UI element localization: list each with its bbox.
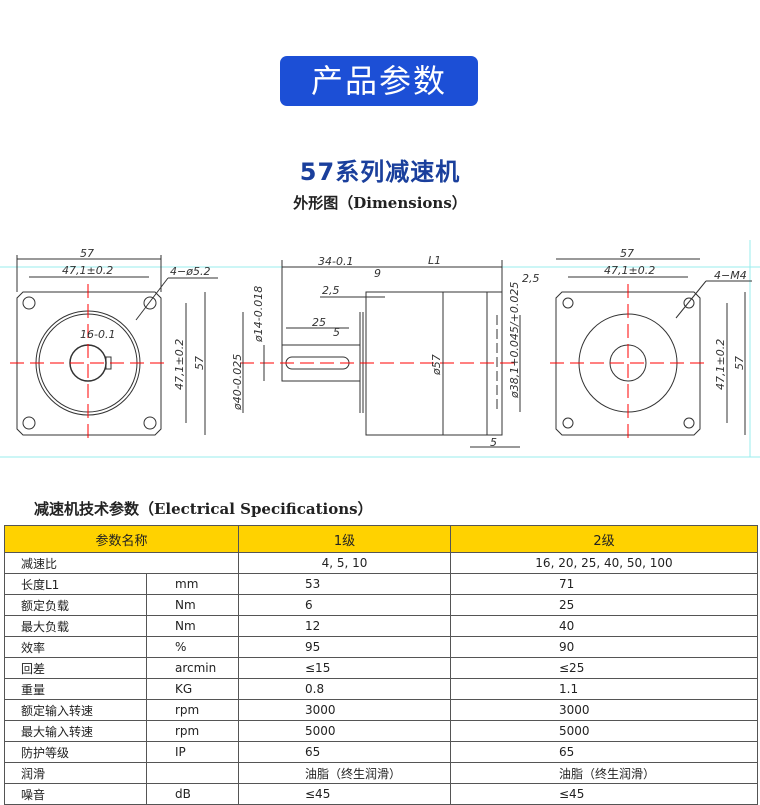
dim-height-right: 57 xyxy=(733,356,746,370)
value-stage1: 4, 5, 10 xyxy=(238,552,451,574)
dim-height: 57 xyxy=(193,356,206,370)
param-name: 防护等级 xyxy=(4,741,147,763)
dim-holes: 4−ø5.2 xyxy=(170,265,210,278)
value-stage1: 95 xyxy=(238,636,451,658)
param-name: 额定输入转速 xyxy=(4,699,147,721)
dim-key-width: 5 xyxy=(333,326,340,339)
value-stage2: 3000 xyxy=(450,699,758,721)
param-name: 回差 xyxy=(4,657,147,679)
dim-hole-spacing: 47,1±0.2 xyxy=(62,264,113,277)
spec-table: 参数名称 1级 2级 减速比 4, 5, 10 16, 20, 25, 40, … xyxy=(4,525,758,805)
dim-hole-spacing-v-right: 47,1±0.2 xyxy=(714,339,727,390)
header-stage2: 2级 xyxy=(450,525,758,553)
dim-hole-spacing-right: 47,1±0.2 xyxy=(604,264,655,277)
param-unit: arcmin xyxy=(146,657,239,679)
dimensions-subtitle: 外形图（Dimensions） xyxy=(293,194,467,212)
dim-shoulder: 2,5 xyxy=(322,284,340,297)
param-name: 重量 xyxy=(4,678,147,700)
param-unit: Nm xyxy=(146,594,239,616)
table-header: 参数名称 1级 2级 xyxy=(4,525,758,553)
dim-step: 9 xyxy=(374,267,381,280)
param-name: 长度L1 xyxy=(4,573,147,595)
value-stage2: 40 xyxy=(450,615,758,637)
dim-shaft-length: 34-0.1 xyxy=(318,255,353,268)
table-row: 润滑 油脂（终生润滑）油脂（终生润滑） xyxy=(4,762,758,784)
param-name: 最大负载 xyxy=(4,615,147,637)
front-view-right: 57 47,1±0.2 4−M4 47,1±0.2 57 xyxy=(550,247,752,442)
param-name: 额定负载 xyxy=(4,594,147,616)
dim-length: L1 xyxy=(428,254,441,267)
value-stage1: ≤15 xyxy=(238,657,451,679)
param-unit: Nm xyxy=(146,615,239,637)
value-stage2: 16, 20, 25, 40, 50, 100 xyxy=(450,552,758,574)
value-stage1: 3000 xyxy=(238,699,451,721)
param-unit: dB xyxy=(146,783,239,805)
param-unit: KG xyxy=(146,678,239,700)
value-stage2: 25 xyxy=(450,594,758,616)
param-unit: mm xyxy=(146,573,239,595)
dim-width-right: 57 xyxy=(620,247,634,260)
value-stage1: 65 xyxy=(238,741,451,763)
value-stage2: 油脂（终生润滑） xyxy=(450,762,758,784)
dimension-drawing: 57 47,1±0.2 4−ø5.2 16-0.1 47,1±0.2 57 34… xyxy=(0,240,760,458)
value-stage1: 6 xyxy=(238,594,451,616)
side-view: 34-0.1 9 2,5 25 5 ø14-0.018 ø40-0.025 ø5… xyxy=(231,254,540,449)
param-name: 最大输入转速 xyxy=(4,720,147,742)
value-stage2: 65 xyxy=(450,741,758,763)
dim-pilot-dia: ø40-0.025 xyxy=(231,354,244,411)
spec-title: 减速机技术参数（Electrical Specifications） xyxy=(34,500,373,518)
dim-width: 57 xyxy=(80,247,94,260)
param-unit: IP xyxy=(146,741,239,763)
product-title: 57系列减速机 xyxy=(299,158,461,186)
value-stage2: ≤25 xyxy=(450,657,758,679)
dim-hole-spacing-v: 47,1±0.2 xyxy=(173,339,186,390)
param-unit: % xyxy=(146,636,239,658)
value-stage1: 12 xyxy=(238,615,451,637)
dim-shaft-dia: ø14-0.018 xyxy=(252,286,265,343)
value-stage2: 71 xyxy=(450,573,758,595)
section-banner: 产品参数 xyxy=(280,56,478,106)
dim-key-length: 25 xyxy=(312,316,326,329)
param-unit xyxy=(146,762,239,784)
param-name: 减速比 xyxy=(4,552,239,574)
table-row: 减速比 4, 5, 10 16, 20, 25, 40, 50, 100 xyxy=(4,552,758,574)
param-unit: rpm xyxy=(146,699,239,721)
param-name: 效率 xyxy=(4,636,147,658)
value-stage2: ≤45 xyxy=(450,783,758,805)
param-name: 噪音 xyxy=(4,783,147,805)
value-stage1: 53 xyxy=(238,573,451,595)
value-stage2: 1.1 xyxy=(450,678,758,700)
dim-end-length: 5 xyxy=(490,436,497,449)
value-stage2: 90 xyxy=(450,636,758,658)
front-view-left: 57 47,1±0.2 4−ø5.2 16-0.1 47,1±0.2 57 xyxy=(10,247,218,442)
dim-holes-right: 4−M4 xyxy=(714,269,747,282)
value-stage1: 0.8 xyxy=(238,678,451,700)
value-stage2: 5000 xyxy=(450,720,758,742)
header-param: 参数名称 xyxy=(4,525,239,553)
dim-bore: ø38,1+0.045/+0.025 xyxy=(508,282,521,399)
value-stage1: 油脂（终生润滑） xyxy=(238,762,451,784)
dim-shaft: 16-0.1 xyxy=(80,328,115,341)
value-stage1: 5000 xyxy=(238,720,451,742)
param-name: 润滑 xyxy=(4,762,147,784)
dim-end-step: 2,5 xyxy=(522,272,540,285)
header-stage1: 1级 xyxy=(238,525,451,553)
value-stage1: ≤45 xyxy=(238,783,451,805)
param-unit: rpm xyxy=(146,720,239,742)
dim-body-dia: ø57 xyxy=(430,354,443,376)
